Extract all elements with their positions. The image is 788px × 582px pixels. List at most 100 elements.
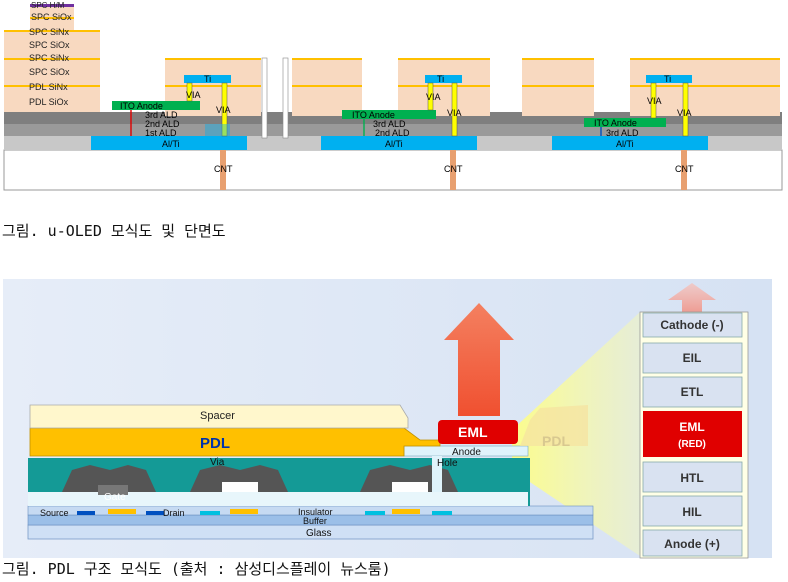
ito-anode-label: ITO Anode <box>352 110 395 120</box>
trench <box>282 57 289 139</box>
cnt-label: CNT <box>214 164 233 174</box>
figure2-background <box>3 279 772 558</box>
source-strip <box>77 511 95 515</box>
pdl-layer <box>29 427 441 457</box>
glass-layer <box>27 524 594 540</box>
figure2-caption: 그림. PDL 구조 모식도 (출처 : 삼성디스플레이 뉴스룸) <box>2 560 391 578</box>
al-ti-label: Al/Ti <box>385 139 403 149</box>
tft-light-base <box>28 492 528 506</box>
spacer-layer <box>29 404 409 429</box>
via-label: VIA <box>647 96 662 106</box>
figure1-caption: 그림. u-OLED 모식도 및 단면도 <box>2 222 226 240</box>
tft-teal-layer <box>28 458 530 506</box>
ti-label: Ti <box>437 74 444 84</box>
ald-label: 3rd ALD <box>373 119 406 129</box>
eml-label: EML <box>458 424 488 440</box>
transistor <box>62 465 458 495</box>
layer-label: SPC SiOx <box>29 40 70 50</box>
cnt-label: CNT <box>675 164 694 174</box>
cyan-strip <box>432 511 452 515</box>
spacer-label: Spacer <box>200 410 235 422</box>
stack-label: Anode (+) <box>664 537 720 551</box>
stack-label: Cathode (-) <box>660 318 723 332</box>
al-ti-label: Al/Ti <box>162 139 180 149</box>
pdl-label: PDL <box>200 435 230 452</box>
via-label: VIA <box>447 108 462 118</box>
gate-strip <box>392 509 420 514</box>
stack-eml <box>643 411 742 457</box>
stack-cathode <box>642 312 743 338</box>
layer-label: SPC SiNx <box>29 27 70 37</box>
ald-label: 2nd ALD <box>375 128 410 138</box>
glass-label: Glass <box>306 528 332 539</box>
layer-label: SPC H/M <box>31 1 65 10</box>
substrate <box>3 149 783 191</box>
via-label: VIA <box>677 108 692 118</box>
hole-region <box>432 456 442 492</box>
cnt-post <box>681 150 687 190</box>
ald-label: 3rd ALD <box>606 128 639 138</box>
stack-anode <box>642 529 743 557</box>
via-label: VIA <box>186 90 201 100</box>
ito-anode <box>584 118 666 127</box>
pixel-block-3 <box>522 58 780 116</box>
spc-hm-bar <box>30 4 74 7</box>
layer-label: PDL SiNx <box>29 82 68 92</box>
stack-label: (RED) <box>678 439 706 450</box>
stack-label: ETL <box>681 385 704 399</box>
stack-label: EIL <box>683 351 702 365</box>
ti-via-1 <box>184 75 231 137</box>
ald-label: 1st ALD <box>145 128 177 138</box>
via-label: VIA <box>216 105 231 115</box>
light-beam <box>512 312 640 556</box>
via-label: VIA <box>426 92 441 102</box>
anode-label: Anode <box>452 447 481 458</box>
ti-label: Ti <box>204 74 211 84</box>
stack-label: EML <box>679 420 704 434</box>
stack-htl <box>642 461 743 493</box>
source-label: Source <box>40 508 69 518</box>
stack-eil <box>642 342 743 374</box>
ald-label: 2nd ALD <box>145 119 180 129</box>
pdl-right-faded <box>520 405 588 446</box>
al-ti-label: Al/Ti <box>616 139 634 149</box>
gate-strip <box>230 509 258 514</box>
hole-label: Hole <box>437 458 458 469</box>
eml-block <box>438 420 518 444</box>
stack-hil <box>642 495 743 527</box>
gate-strip <box>108 509 136 514</box>
gate-label: Gate <box>104 492 126 503</box>
layer-label: SPC SiOx <box>29 67 70 77</box>
stack-etl <box>642 376 743 408</box>
layer-label: SPC SiOx <box>31 12 72 22</box>
ald-label: 3rd ALD <box>145 110 178 120</box>
cnt-label: CNT <box>444 164 463 174</box>
ti-via-3 <box>646 75 692 137</box>
layer-label: PDL SiOx <box>29 97 69 107</box>
insulator-layer <box>27 505 594 516</box>
ti-via-2 <box>425 75 462 137</box>
left-stack <box>4 30 100 112</box>
al-ti-bar <box>91 136 247 150</box>
buffer-label: Buffer <box>303 516 327 526</box>
stack-panel <box>639 311 749 559</box>
stack-label: HIL <box>682 505 701 519</box>
cnt-post <box>220 150 226 190</box>
emission-arrow <box>444 303 514 416</box>
al-ti-bar <box>552 136 708 150</box>
al-ti-bar <box>321 136 477 150</box>
cyan-strip <box>200 511 220 515</box>
u-oled-cross-section: SPC H/M SPC SiOx SPC SiNx SPC SiOx SPC S… <box>3 1 783 191</box>
cnt-post <box>450 150 456 190</box>
drain-label: Drain <box>163 508 185 518</box>
stack-label: HTL <box>680 471 703 485</box>
ito-anode <box>112 101 200 110</box>
ito-anode-label: ITO Anode <box>594 118 637 128</box>
ito-anode <box>342 110 436 119</box>
via-label: Via <box>210 457 225 468</box>
pixel-block-2 <box>292 58 490 116</box>
insulator-label: Insulator <box>298 507 333 517</box>
anode-layer <box>403 445 529 457</box>
buffer-layer <box>27 514 594 526</box>
layer-label: SPC SiNx <box>29 53 70 63</box>
